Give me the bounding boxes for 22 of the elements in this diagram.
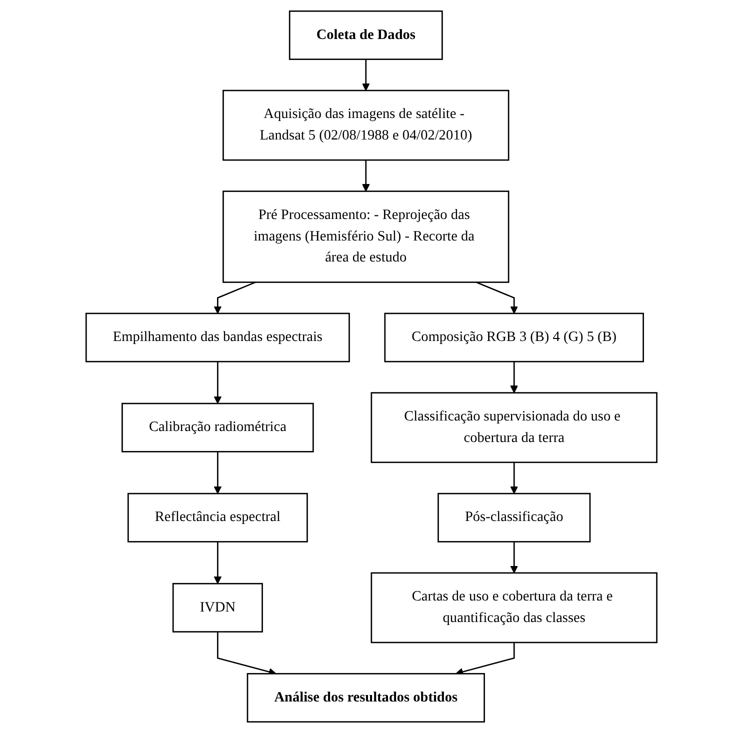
- node-box: Cartas de uso e cobertura da terra e quantificação das classes: [370, 572, 658, 644]
- node-box: IVDN: [172, 582, 263, 632]
- node-box: Pré Processamento: - Reprojeção das imagens (Hemisfério Sul) - Recorte da área de estudo: [222, 190, 510, 283]
- arrow: [214, 452, 222, 494]
- arrow: [510, 462, 518, 494]
- node-box: Coleta de Dados: [288, 10, 443, 60]
- arrow: [362, 59, 370, 91]
- node-box: Calibração radiométrica: [122, 402, 314, 452]
- arrow: [214, 362, 222, 404]
- node-box: Reflectância espectral: [128, 492, 308, 542]
- node-box: Classificação supervisionada do uso e cobertura da terra: [370, 392, 658, 464]
- arrow: [362, 160, 370, 192]
- arrow: [476, 282, 518, 314]
- arrow: [214, 542, 222, 584]
- node-box: Pós-classificação: [438, 492, 591, 542]
- node-box: Composição RGB 3 (B) 4 (G) 5 (B): [384, 312, 644, 362]
- arrow: [214, 282, 256, 314]
- arrow: [510, 362, 518, 394]
- arrow: [510, 542, 518, 574]
- node-box: Empilhamento das bandas espectrais: [86, 312, 350, 362]
- node-box: Aquisição das imagens de satélite - Landsat 5 (02/08/1988 e 04/02/2010): [222, 90, 510, 161]
- node-box: Análise dos resultados obtidos: [246, 673, 485, 723]
